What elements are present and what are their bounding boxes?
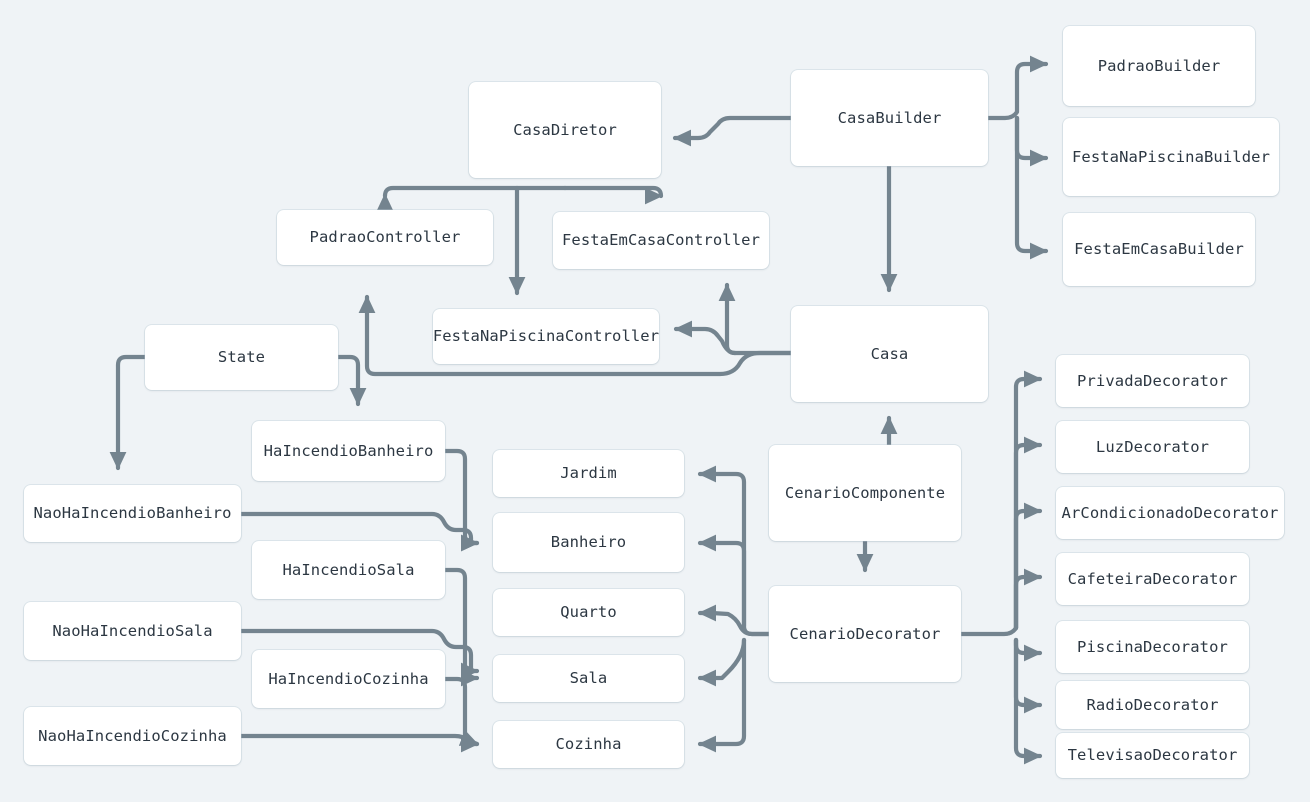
- class-node-label: FestaEmCasaBuilder: [1074, 240, 1244, 259]
- edge-state-haincendiobanheiro: [335, 354, 367, 407]
- class-node-label: Quarto: [560, 603, 617, 622]
- edge-cenariodecorator-televisaodecorator: [1013, 637, 1043, 765]
- class-node-label: CenarioDecorator: [789, 624, 941, 643]
- edge-casa-festanapiscinacontroller: [673, 320, 794, 356]
- class-node-cenario-componente[interactable]: CenarioComponente: [769, 445, 961, 541]
- class-node-label: LuzDecorator: [1095, 437, 1210, 456]
- class-node-label: NaoHaIncendioBanheiro: [33, 504, 232, 523]
- class-node-cenario-decorator[interactable]: CenarioDecorator: [769, 586, 961, 682]
- class-node-padrao-controller[interactable]: PadraoController: [277, 210, 493, 265]
- class-node-label: PadraoBuilder: [1097, 56, 1221, 75]
- class-node-festa-na-piscina-controller[interactable]: FestaNaPiscinaController: [433, 309, 659, 364]
- edge-casabuilder-casadiretor: [672, 115, 794, 147]
- class-node-privada-decorator[interactable]: PrivadaDecorator: [1056, 355, 1249, 407]
- class-node-ha-incendio-cozinha[interactable]: HaIncendioCozinha: [252, 650, 445, 708]
- class-node-banheiro[interactable]: Banheiro: [493, 513, 684, 572]
- class-node-jardim[interactable]: Jardim: [493, 450, 684, 497]
- class-node-label: PiscinaDecorator: [1077, 637, 1228, 656]
- class-node-sala[interactable]: Sala: [493, 655, 684, 702]
- edge-cenariodecorator-jardim: [697, 465, 772, 637]
- class-node-label: CenarioComponente: [784, 483, 946, 502]
- edge-cenariodecorator-radiodecorator: [1013, 637, 1043, 714]
- class-node-radio-decorator[interactable]: RadioDecorator: [1056, 681, 1249, 729]
- edge-naohaincendiocozinha-cozinha: [238, 730, 480, 747]
- edge-casa-festaemcasacontroller: [718, 282, 738, 356]
- edge-state-naohaincendiobanheiro: [109, 354, 148, 471]
- class-node-label: CasaBuilder: [837, 108, 942, 127]
- class-node-festa-na-piscina-builder[interactable]: FestaNaPiscinaBuilder: [1063, 118, 1279, 196]
- class-node-label: Casa: [870, 344, 909, 363]
- class-node-casa[interactable]: Casa: [791, 306, 988, 402]
- class-node-label: RadioDecorator: [1086, 695, 1219, 714]
- class-node-festa-em-casa-controller[interactable]: FestaEmCasaController: [553, 212, 769, 269]
- edge-cenariodecorator-privadadecorator: [958, 370, 1043, 637]
- class-node-label: HaIncendioCozinha: [268, 669, 429, 688]
- class-node-label: FestaEmCasaController: [561, 231, 761, 250]
- edge-cenariodecorator-cozinha: [697, 637, 747, 753]
- edge-casabuilder-festanapiscinabuilder: [1014, 115, 1049, 167]
- class-node-label: TelevisaoDecorator: [1067, 746, 1238, 765]
- class-node-festa-em-casa-builder[interactable]: FestaEmCasaBuilder: [1063, 213, 1255, 286]
- edge-cenariodecorator-banheiro: [697, 534, 747, 629]
- class-node-label: Banheiro: [550, 533, 627, 552]
- class-node-cozinha[interactable]: Cozinha: [493, 721, 684, 768]
- class-node-ar-condicionado-decorator[interactable]: ArCondicionadoDecorator: [1056, 487, 1284, 539]
- class-node-luz-decorator[interactable]: LuzDecorator: [1056, 421, 1249, 473]
- edge-cenariodecorator-sala: [697, 637, 747, 687]
- class-node-label: PadraoController: [309, 228, 461, 247]
- edge-cenariodecorator-quarto: [697, 604, 772, 637]
- class-node-label: ArCondicionadoDecorator: [1061, 503, 1279, 522]
- class-node-cafeteira-decorator[interactable]: CafeteiraDecorator: [1056, 553, 1249, 605]
- edge-cenariodecorator-cafeteiradecorator: [1013, 568, 1043, 631]
- class-node-label: CasaDiretor: [513, 120, 617, 139]
- class-node-quarto[interactable]: Quarto: [493, 589, 684, 636]
- class-node-casa-diretor[interactable]: CasaDiretor: [469, 82, 661, 178]
- edge-cenariodecorator-luzdecorator: [1013, 436, 1043, 631]
- class-node-padrao-builder[interactable]: PadraoBuilder: [1063, 26, 1255, 106]
- edge-naohaincendiobanheiro-banheiro: [238, 511, 480, 552]
- edge-haincendiobanheiro-banheiro: [442, 448, 480, 552]
- edge-cenariodecorator-piscinadecorator: [1013, 637, 1043, 662]
- class-node-label: CafeteiraDecorator: [1067, 569, 1238, 588]
- edge-haincendiocozinha-cozinha: [442, 676, 480, 753]
- class-node-televisao-decorator[interactable]: TelevisaoDecorator: [1056, 733, 1249, 778]
- class-node-piscina-decorator[interactable]: PiscinaDecorator: [1056, 621, 1249, 673]
- edge-casabuilder-festaemcasabuilder: [1014, 115, 1049, 260]
- class-node-casa-builder[interactable]: CasaBuilder: [791, 70, 988, 166]
- class-node-label: Cozinha: [555, 735, 622, 754]
- class-node-label: HaIncendioBanheiro: [263, 441, 434, 460]
- class-node-state[interactable]: State: [145, 325, 338, 390]
- class-node-label: Sala: [569, 669, 608, 688]
- edge-casadiretor-festaemcasacontroller: [562, 179, 670, 199]
- class-node-label: PrivadaDecorator: [1077, 371, 1228, 390]
- class-node-label: FestaNaPiscinaController: [432, 327, 660, 346]
- edge-casabuilder-padraobuilder: [985, 55, 1049, 121]
- class-node-label: State: [217, 348, 266, 367]
- class-node-nao-ha-incendio-banheiro[interactable]: NaoHaIncendioBanheiro: [24, 485, 241, 542]
- class-node-label: FestaNaPiscinaBuilder: [1071, 147, 1271, 166]
- class-node-label: NaoHaIncendioCozinha: [38, 726, 227, 745]
- class-node-nao-ha-incendio-sala[interactable]: NaoHaIncendioSala: [24, 602, 241, 660]
- class-node-label: HaIncendioSala: [282, 560, 415, 579]
- class-node-label: Jardim: [560, 464, 617, 483]
- edge-casadiretor-padraocontroller: [376, 185, 568, 212]
- edge-haincendiosala-sala: [442, 567, 480, 687]
- class-node-ha-incendio-banheiro[interactable]: HaIncendioBanheiro: [252, 421, 445, 481]
- class-node-nao-ha-incendio-cozinha[interactable]: NaoHaIncendioCozinha: [24, 707, 241, 765]
- class-node-label: NaoHaIncendioSala: [52, 621, 213, 640]
- class-node-ha-incendio-sala[interactable]: HaIncendioSala: [252, 541, 445, 599]
- edge-cenariodecorator-arcondicionadodecorator: [1013, 502, 1043, 631]
